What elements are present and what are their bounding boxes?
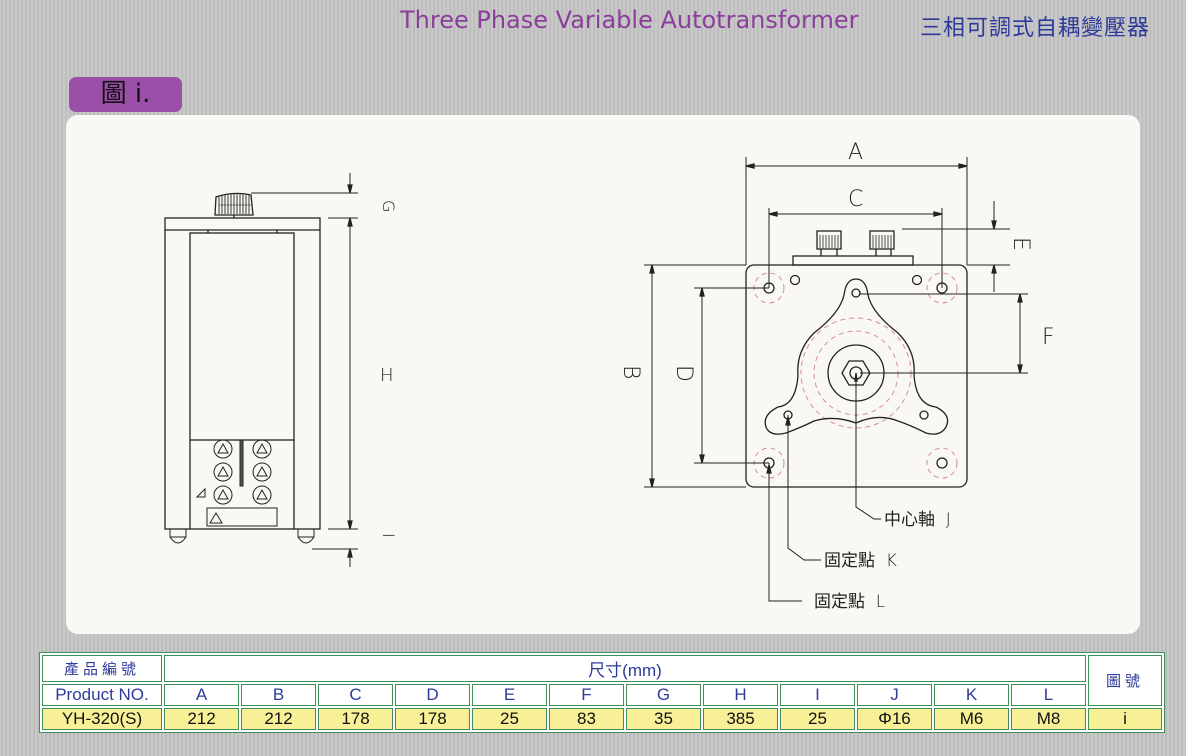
cell-b: 212 xyxy=(241,708,316,730)
top-view xyxy=(644,157,1028,602)
dim-label-a: A xyxy=(848,140,863,165)
header-product-en: Product NO. xyxy=(42,684,162,706)
cell-k: M6 xyxy=(934,708,1009,730)
dim-label-i: I xyxy=(379,533,398,538)
cell-i: 25 xyxy=(780,708,855,730)
cell-c: 178 xyxy=(318,708,393,730)
cell-e: 25 xyxy=(472,708,547,730)
dim-label-c: C xyxy=(848,187,863,212)
dim-label-e: E xyxy=(1008,237,1033,251)
cell-a: 212 xyxy=(164,708,239,730)
col-i: I xyxy=(780,684,855,706)
col-c: C xyxy=(318,684,393,706)
figure-tab: 圖 i. xyxy=(69,77,182,112)
cell-j: Φ16 xyxy=(857,708,932,730)
header-product-zh: 產品編號 xyxy=(42,655,162,682)
dim-label-h: H xyxy=(380,365,394,386)
cell-figure: i xyxy=(1088,708,1162,730)
technical-drawing: G H I A C E F B D 中心軸 J 固定點 K 固定點 L xyxy=(164,140,1055,612)
cell-l: M8 xyxy=(1011,708,1086,730)
callout-center-shaft: 中心軸 J xyxy=(884,510,951,530)
col-d: D xyxy=(395,684,470,706)
col-j: J xyxy=(857,684,932,706)
cell-product: YH-320(S) xyxy=(42,708,162,730)
cell-g: 35 xyxy=(626,708,701,730)
side-view xyxy=(164,173,358,567)
col-h: H xyxy=(703,684,778,706)
dim-label-d: D xyxy=(671,365,696,382)
callout-fix-point-k: 固定點 K xyxy=(824,551,897,571)
header-figure-no: 圖號 xyxy=(1088,655,1162,706)
col-a: A xyxy=(164,684,239,706)
col-l: L xyxy=(1011,684,1086,706)
col-b: B xyxy=(241,684,316,706)
col-f: F xyxy=(549,684,624,706)
title-chinese: 三相可調式自耦變壓器 xyxy=(920,16,1151,41)
dim-label-f: F xyxy=(1042,325,1055,350)
cell-h: 385 xyxy=(703,708,778,730)
drawing-panel: G H I A C E F B D 中心軸 J 固定點 K 固定點 L xyxy=(66,115,1140,634)
col-k: K xyxy=(934,684,1009,706)
dim-label-g: G xyxy=(379,200,398,212)
title-english: Three Phase Variable Autotransformer xyxy=(400,6,859,34)
cell-f: 83 xyxy=(549,708,624,730)
col-g: G xyxy=(626,684,701,706)
spec-table: 產品編號 尺寸(mm) 圖號 Product NO. A B C D E F G… xyxy=(39,652,1165,733)
callout-fix-point-l: 固定點 L xyxy=(814,592,885,612)
header-dimensions: 尺寸(mm) xyxy=(164,655,1086,682)
cell-d: 178 xyxy=(395,708,470,730)
dim-label-b: B xyxy=(618,365,643,379)
col-e: E xyxy=(472,684,547,706)
table-row: YH-320(S) 212 212 178 178 25 83 35 385 2… xyxy=(42,708,1162,730)
